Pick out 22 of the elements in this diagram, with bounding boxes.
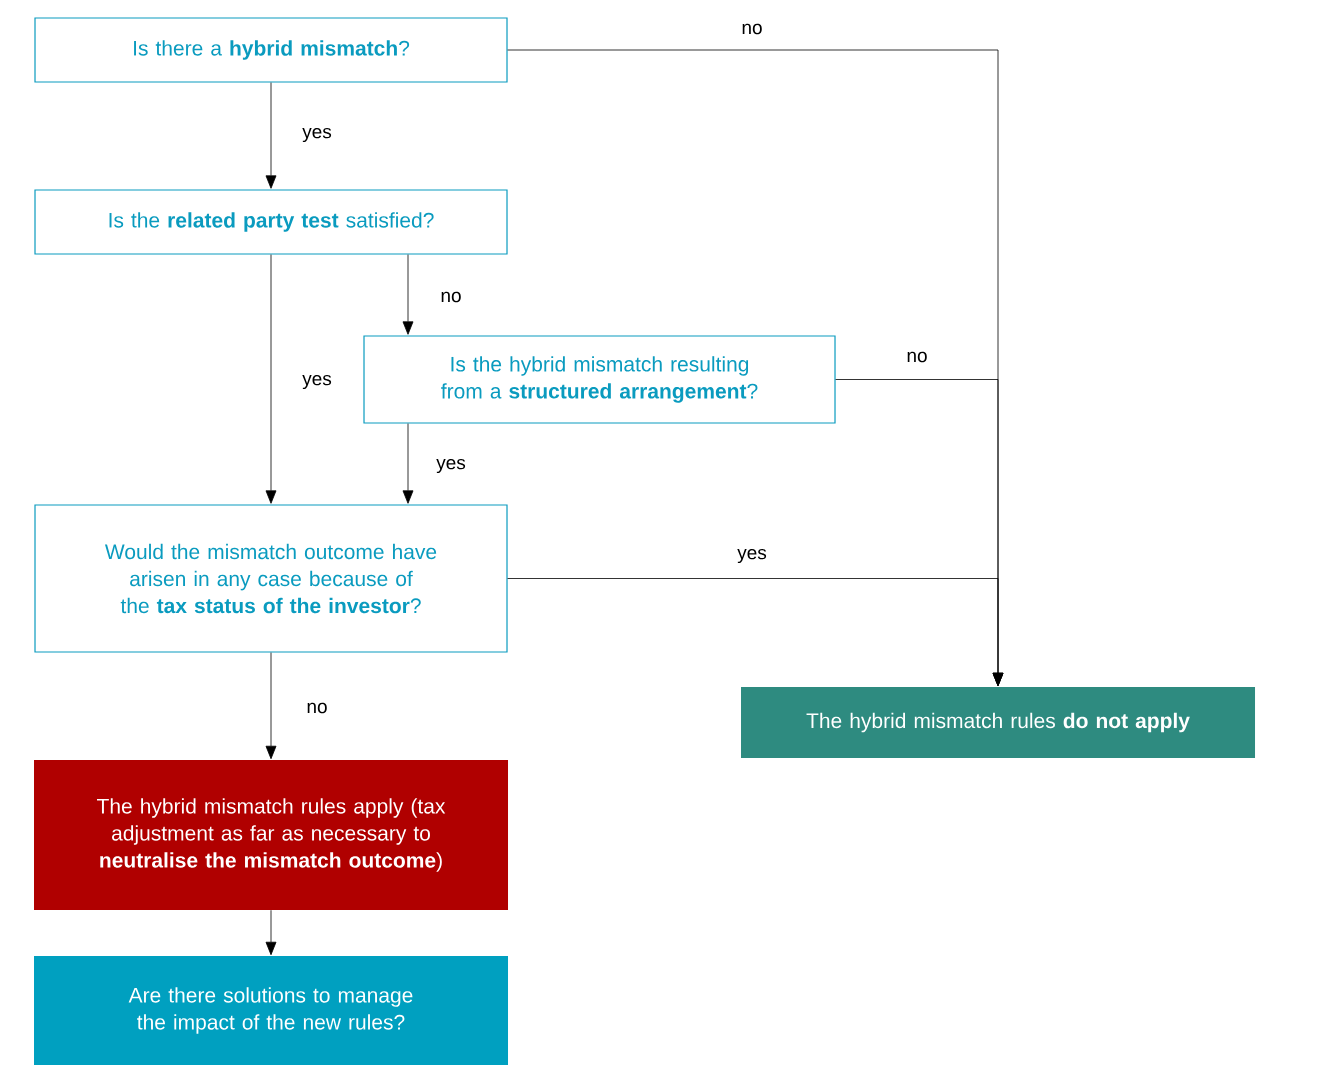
edge-label: yes [435,457,467,475]
edge-label: yes [301,126,333,144]
arrow [402,254,414,335]
arrow [265,254,277,504]
decision-box: Is the hybrid mismatch resulting from a structured arrangement? [363,335,836,424]
edge-label: yes [301,373,333,391]
decision-box: Would the mismatch outcome have arisen in any case because of the tax status of the investor? [34,504,508,653]
edge-label: no [439,290,463,304]
decision-box: Is the related party test satisfied? [34,189,508,255]
arrow [265,909,277,956]
arrow [265,652,277,760]
arrow [265,82,277,189]
outcome-box: The hybrid mismatch rules apply (tax adjustment as far as necessary to neutralise the mismatch outcome) [34,760,508,910]
edge-label: no [740,22,764,36]
edge-label: no [305,701,329,715]
decision-box: Is there a hybrid mismatch? [34,17,508,83]
question-box: Are there solutions to manage the impact of the new rules? [34,956,508,1065]
arrow [507,578,1004,687]
edge-label: yes [736,547,768,565]
edge-label: no [905,350,929,364]
arrow [402,423,414,504]
outcome-box: The hybrid mismatch rules do not apply [741,687,1255,758]
